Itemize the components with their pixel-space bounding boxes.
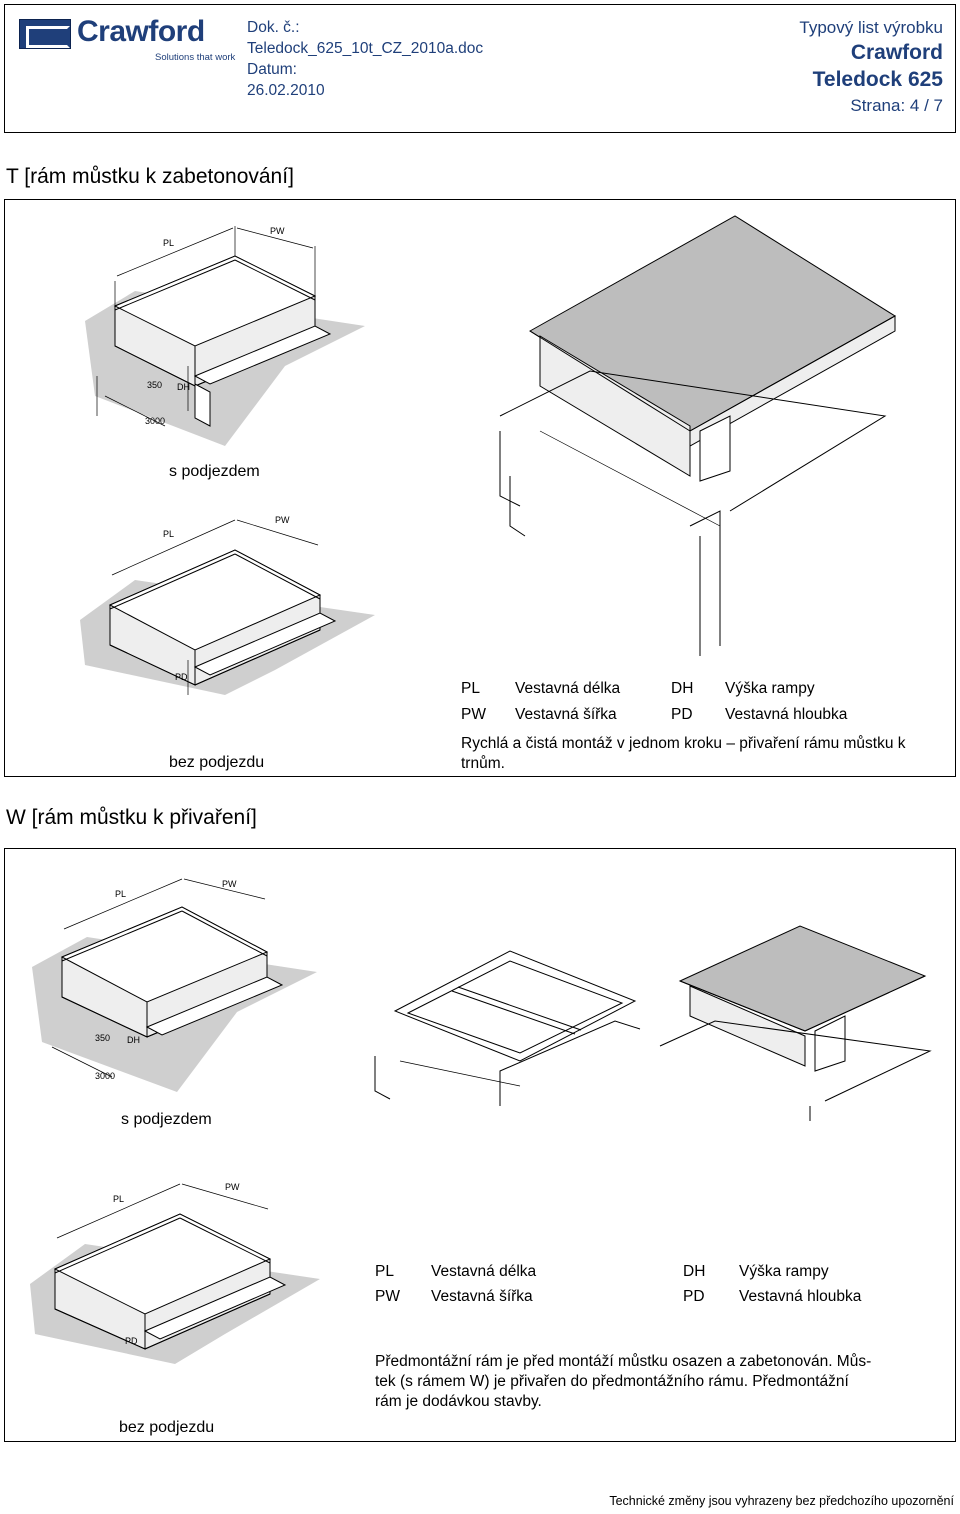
doc-number-label: Dok. č.:	[247, 19, 300, 36]
legend-code-dh: DH	[671, 680, 694, 697]
dim-pl-w: PL	[115, 889, 126, 899]
pit-with-undercut-drawing: PL PW 350 DH 3000	[85, 226, 365, 446]
footer-disclaimer: Technické změny jsou vyhrazeny bez předc…	[609, 1494, 954, 1508]
pit-without-undercut-drawing: PL PW PD	[80, 515, 375, 695]
legend-code-pd: PD	[671, 706, 693, 723]
dim-pw: PW	[270, 226, 285, 236]
dim-pw-w: PW	[222, 879, 237, 889]
dim-pd-w: PD	[125, 1336, 138, 1346]
legend-w-code-pd: PD	[683, 1288, 705, 1305]
section-w-title: W [rám můstku k přivaření]	[6, 806, 257, 829]
document-info: Dok. č.: Teledock_625_10t_CZ_2010a.doc D…	[247, 17, 483, 101]
pit-with-undercut-drawing-w: PL PW 350 DH 3000	[32, 878, 317, 1092]
legend-text-pd: Vestavná hloubka	[725, 706, 848, 723]
note-t: Rychlá a čistá montáž v jednom kroku – p…	[461, 735, 906, 772]
dim-3000-w: 3000	[95, 1071, 115, 1081]
legend-w-code-pw: PW	[375, 1288, 400, 1305]
legend-w: PL Vestavná délka DH Výška rampy PW Vest…	[375, 1263, 935, 1313]
dim-3000: 3000	[145, 416, 165, 426]
crawford-logo: Crawford Solutions that work	[19, 15, 241, 63]
note-w-line-3: rám je dodávkou stavby.	[375, 1393, 542, 1410]
legend-w-text-dh: Výška rampy	[739, 1263, 829, 1280]
note-w-line-2: tek (s rámem W) je přivařen do předmontá…	[375, 1373, 849, 1390]
dim-pl-w2: PL	[113, 1194, 124, 1204]
dim-pd: PD	[175, 672, 188, 682]
caption-with-undercut-w: s podjezdem	[121, 1111, 212, 1128]
installed-leveller-drawing	[499, 215, 896, 656]
legend-w-text-pw: Vestavná šířka	[431, 1288, 533, 1305]
dim-pl: PL	[163, 238, 174, 248]
legend-text-dh: Výška rampy	[725, 680, 815, 697]
section-t-panel: PL PW 350 DH 3000 PL PW PD	[4, 199, 956, 777]
legend-text-pw: Vestavná šířka	[515, 706, 617, 723]
section-w-panel: PL PW 350 DH 3000 PL	[4, 848, 956, 1442]
premounting-frame-drawing	[374, 950, 641, 1106]
legend-code-pl: PL	[461, 680, 480, 697]
crawford-logo-icon	[19, 19, 71, 49]
caption-without-undercut-w: bez podjezdu	[119, 1419, 215, 1436]
page-number: Strana: 4 / 7	[850, 96, 943, 115]
leveller-w-frame-drawing	[659, 925, 932, 1121]
dim-pl-2: PL	[163, 529, 174, 539]
section-t-title: T [rám můstku k zabetonování]	[6, 165, 294, 188]
legend-w-code-dh: DH	[683, 1263, 706, 1280]
note-w: Předmontážní rám je před montáží můstku …	[375, 1352, 953, 1412]
caption-with-undercut: s podjezdem	[169, 463, 260, 480]
brand-name: Crawford	[850, 41, 943, 64]
caption-without-undercut: bez podjezdu	[169, 754, 265, 771]
logo-tagline: Solutions that work	[155, 52, 236, 63]
dim-350: 350	[147, 380, 162, 390]
legend-code-pw: PW	[461, 706, 486, 723]
sheet-type: Typový list výrobku	[799, 18, 943, 37]
legend-t: PL Vestavná délka DH Výška rampy PW Vest…	[461, 680, 931, 730]
legend-w-text-pl: Vestavná délka	[431, 1263, 537, 1280]
note-w-line-1: Předmontážní rám je před montáží můstku …	[375, 1353, 872, 1370]
dim-350-w: 350	[95, 1033, 110, 1043]
doc-number: Teledock_625_10t_CZ_2010a.doc	[247, 40, 484, 57]
pit-without-undercut-drawing-w: PL PW PD	[30, 1182, 320, 1364]
date-label: Datum:	[247, 61, 297, 78]
legend-w-code-pl: PL	[375, 1263, 394, 1280]
date-value: 26.02.2010	[247, 82, 325, 99]
logo-wordmark: Crawford	[77, 15, 205, 48]
legend-text-pl: Vestavná délka	[515, 680, 621, 697]
dim-dh-w: DH	[127, 1035, 140, 1045]
dim-pw-2: PW	[275, 515, 290, 525]
legend-w-text-pd: Vestavná hloubka	[739, 1288, 862, 1305]
product-name: Teledock 625	[812, 68, 943, 91]
document-title-block: Typový list výrobku Crawford Teledock 62…	[799, 17, 943, 119]
document-header: Crawford Solutions that work Dok. č.: Te…	[4, 4, 956, 133]
dim-pw-w2: PW	[225, 1182, 240, 1192]
dim-dh: DH	[177, 382, 190, 392]
